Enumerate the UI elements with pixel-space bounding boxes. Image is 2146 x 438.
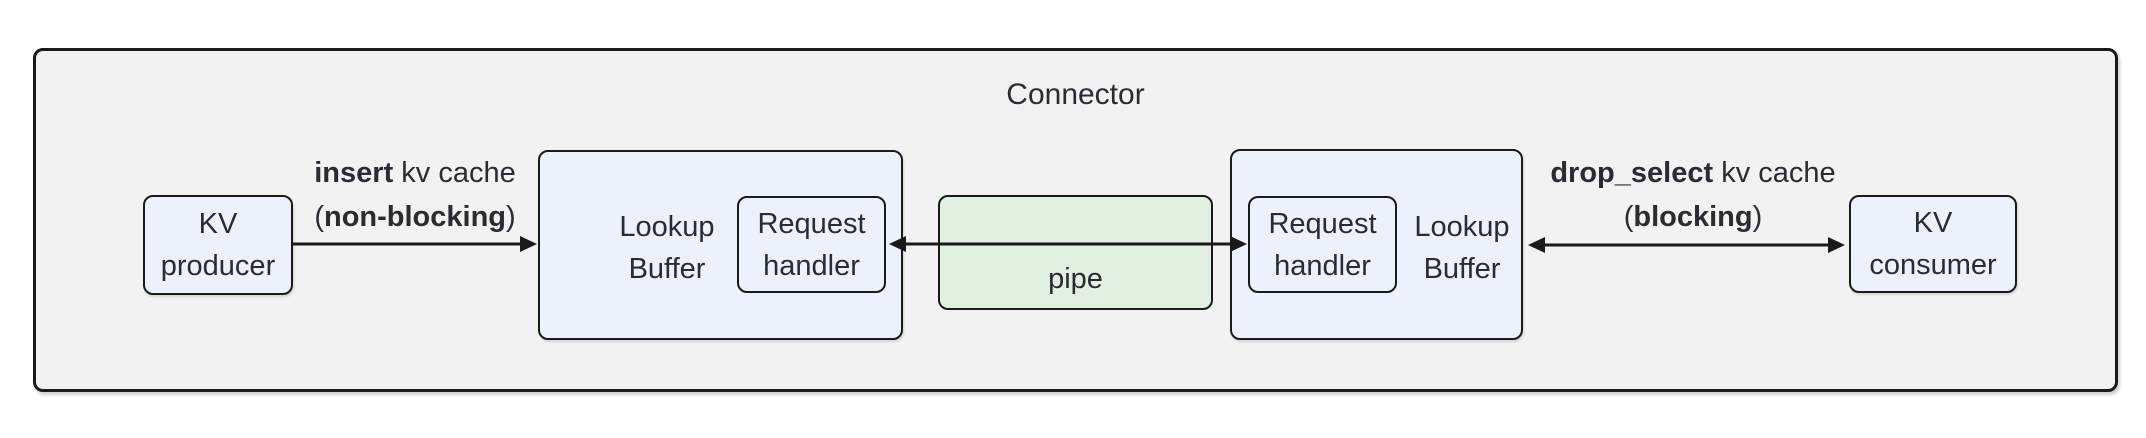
connector-title: Connector: [1006, 78, 1145, 111]
lookup-buffer-left-node: Lookup Buffer Request handler: [538, 150, 903, 340]
insert-edge-label-line2: (non-blocking): [235, 195, 595, 239]
request-handler-right-node: Request handler: [1248, 196, 1397, 293]
request-handler-right-line1: Request: [1268, 207, 1377, 240]
insert-rest-text: kv cache: [393, 157, 516, 189]
non-blocking-bold-text: non-blocking: [323, 201, 507, 233]
insert-edge-label-line1: insert kv cache: [235, 151, 595, 195]
drop-select-edge-label-line1: drop_select kv cache: [1493, 151, 1893, 195]
kv-producer-label-line1: KV: [198, 208, 238, 240]
lookup-buffer-right-node: Request handler Lookup Buffer: [1230, 149, 1523, 340]
kv-producer-node: KV producer: [143, 195, 293, 295]
drop-select-rest-text: kv cache: [1713, 157, 1836, 189]
request-handler-left-line2: handler: [763, 249, 860, 282]
drop-select-edge-label: drop_select kv cache (blocking): [1493, 151, 1893, 239]
kv-consumer-label-line2: consumer: [1869, 249, 1997, 281]
lookup-buffer-right-line1: Lookup: [1414, 211, 1510, 243]
kv-consumer-label-line1: KV: [1913, 207, 1953, 239]
kv-consumer-node: KV consumer: [1849, 195, 2017, 293]
lookup-buffer-left-line2: Buffer: [628, 253, 706, 285]
pipe-label: pipe: [1048, 263, 1103, 295]
insert-bold-text: insert: [314, 157, 394, 189]
lookup-buffer-right-line2: Buffer: [1423, 253, 1501, 285]
pipe-node: pipe: [938, 195, 1213, 310]
request-handler-left-line1: Request: [757, 207, 866, 240]
insert-edge-label: insert kv cache (non-blocking): [235, 151, 595, 239]
drop-select-paren-close: ): [1752, 201, 1763, 233]
kv-producer-label-line2: producer: [160, 250, 276, 282]
lookup-buffer-right-label: Lookup Buffer: [1389, 206, 1535, 290]
insert-paren-open: (: [314, 201, 324, 233]
drop-select-paren-open: (: [1623, 201, 1634, 233]
insert-paren-close: ): [506, 201, 516, 233]
lookup-buffer-left-label: Lookup Buffer: [594, 206, 740, 290]
request-handler-right-line2: handler: [1274, 249, 1371, 282]
lookup-buffer-left-line1: Lookup: [619, 211, 715, 243]
drop-select-bold-text: drop_select: [1550, 157, 1714, 189]
blocking-bold-text: blocking: [1633, 201, 1753, 233]
drop-select-edge-label-line2: (blocking): [1493, 195, 1893, 239]
request-handler-left-node: Request handler: [737, 196, 886, 293]
